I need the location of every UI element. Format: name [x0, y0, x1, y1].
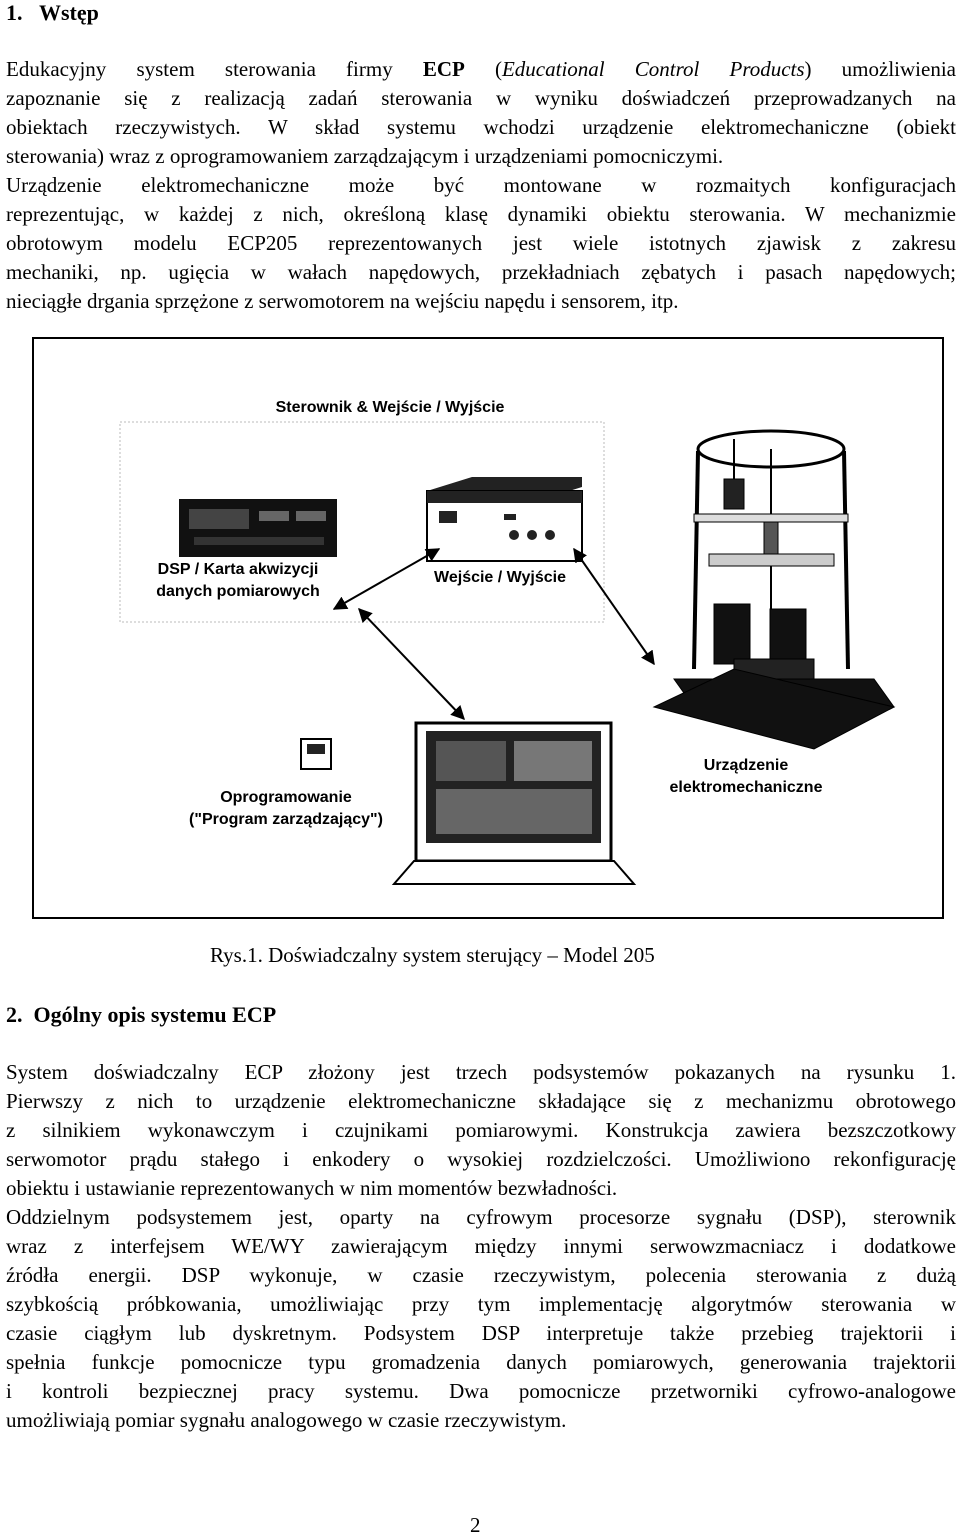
text-line: serwomotor prądu stałego i enkodery o wy… [6, 1147, 956, 1171]
arrow-dsp-io [332, 548, 441, 610]
label-controller: Sterownik & Wejście / Wyjście [275, 399, 505, 416]
text-line: mechaniki, np. ugięcia w wałach napędowy… [6, 260, 956, 284]
label-software: Oprogramowanie ("Program zarządzający") [189, 789, 383, 828]
arrow-io-device [573, 547, 655, 666]
text-line: obrotowym modelu ECP205 reprezentowanych… [6, 231, 956, 255]
section-2-heading: 2. Ogólny opis systemu ECP [6, 1002, 276, 1028]
computer-icon [391, 721, 637, 885]
text-line: Oddzielnym podsystemem jest, oparty na c… [6, 1205, 956, 1229]
text-line: zapoznanie się z realizacją zadań sterow… [6, 86, 956, 110]
text-line: Pierwszy z nich to urządzenie elektromec… [6, 1089, 956, 1113]
section-2-number: 2. [6, 1002, 23, 1027]
text-line: Edukacyjny system sterowania firmy ECP (… [6, 57, 956, 81]
text-line: obiektu i ustawianie reprezentowanych w … [6, 1176, 618, 1200]
label-io: Wejście / Wyjście [434, 569, 566, 586]
text-line: obiektach rzeczywistych. W skład systemu… [6, 115, 956, 139]
text-line: z silnikiem wykonawczym i czujnikami pom… [6, 1118, 956, 1142]
label-device: Urządzenie elektromechaniczne [669, 757, 823, 796]
section-2-title: Ogólny opis systemu ECP [33, 1002, 277, 1027]
text-line: umożliwiają pomiar sygnału analogowego w… [6, 1408, 567, 1432]
figure-ecp-system: Sterownik & Wejście / Wyjście DSP / Kart… [32, 337, 944, 919]
section-1-heading: 1. Wstęp [6, 0, 99, 26]
text-line: wraz z interfejsem WE/WY zawierającym mi… [6, 1234, 956, 1258]
figure-illustration [119, 421, 896, 885]
text-line: szybkością próbkowania, umożliwiając prz… [6, 1292, 956, 1316]
arrow-dsp-computer [358, 607, 465, 721]
section-1-paragraph: Edukacyjny system sterowania firmy ECP (… [6, 55, 956, 316]
floppy-disk-icon [300, 738, 332, 770]
text-line: i kontroli bezpiecznej pracy systemu. Dw… [6, 1379, 956, 1403]
text-line: System doświadczalny ECP złożony jest tr… [6, 1060, 956, 1084]
label-dsp: DSP / Karta akwizycji danych pomiarowych [156, 561, 320, 600]
section-2-paragraph-1: System doświadczalny ECP złożony jest tr… [6, 1058, 956, 1203]
text-line: Urządzenie elektromechaniczne może być m… [6, 173, 956, 197]
text-line: spełnia funkcje pomocnicze typu gromadze… [6, 1350, 956, 1374]
page-number: 2 [470, 1513, 481, 1537]
dsp-card-icon [179, 499, 337, 557]
electromechanical-device-icon [652, 429, 896, 750]
text-line: czasie ciągłym lub dyskretnym. Podsystem… [6, 1321, 956, 1345]
section-2-paragraph-2: Oddzielnym podsystemem jest, oparty na c… [6, 1203, 956, 1435]
section-1-number: 1. [6, 0, 23, 25]
text-line: reprezentując, w każdej z nich, określon… [6, 202, 956, 226]
text-line: sterowania) wraz z oprogramowaniem zarzą… [6, 144, 724, 168]
text-line: nieciągłe drgania sprzężone z serwomotor… [6, 289, 679, 313]
io-box-icon [426, 477, 583, 562]
section-1-title: Wstęp [39, 0, 99, 25]
figure-caption: Rys.1. Doświadczalny system sterujący – … [210, 943, 655, 967]
text-line: źródła energii. DSP wykonuje, w czasie r… [6, 1263, 956, 1287]
